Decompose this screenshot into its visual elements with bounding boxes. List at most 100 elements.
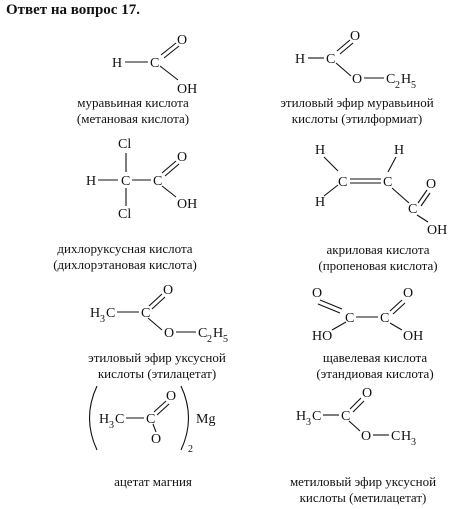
atom-o: O (177, 33, 187, 48)
bond-double-1 (148, 293, 163, 307)
formula-oxalic-acid: O C HO C O OH (312, 286, 423, 344)
atom-c3: C (391, 429, 400, 444)
bond-double-2 (317, 303, 341, 314)
caption-acrylic-acid: акриловая кислота(пропеновая кислота) (318, 242, 438, 273)
atom-h: H (295, 52, 305, 67)
atom-cl-bottom: Cl (118, 207, 131, 222)
atom-c2: C (383, 175, 392, 190)
atom-o-double: O (350, 29, 360, 44)
formula-magnesium-acetate: H 3 C C O O 2 Mg (89, 385, 215, 455)
bond-double-1 (161, 160, 177, 174)
bond (389, 322, 403, 331)
atom-o-double: O (166, 389, 176, 404)
bond (152, 423, 157, 433)
atom-h: H (90, 306, 100, 321)
bracket-right (180, 385, 189, 451)
bond-double-1 (417, 189, 428, 204)
bond (323, 184, 339, 197)
formula-ethyl-acetate: H 3 C C O O C 2 H 5 (90, 283, 228, 345)
atom-h3: H (394, 143, 404, 158)
atom-h3: H (401, 429, 411, 444)
atom-h1: H (315, 143, 325, 158)
atom-c2: C (386, 72, 395, 87)
bond-double-2 (392, 302, 406, 315)
bond (416, 214, 429, 223)
atom-c1: C (338, 175, 347, 190)
atom-sub5: 5 (411, 80, 416, 91)
caption-formic-acid: муравьиная кислота(метановая кислота) (76, 95, 190, 126)
atom-h: H (112, 56, 122, 71)
atom-c2: C (198, 326, 207, 341)
bond-double-2 (156, 403, 170, 416)
atom-sub3: 3 (306, 417, 311, 428)
atom-o: O (426, 177, 436, 192)
atom-c2: C (146, 412, 155, 427)
atom-c2: C (153, 174, 162, 189)
bond-double-1 (319, 299, 343, 310)
atom-sub2: 2 (188, 444, 193, 455)
caption-magnesium-acetate: ацетат магния (114, 474, 192, 489)
atom-sub2: 2 (395, 80, 400, 91)
atom-c1: C (345, 311, 354, 326)
atom-h5: H (213, 326, 223, 341)
atom-c2: C (341, 409, 350, 424)
atom-oh: OH (427, 223, 447, 238)
atom-c3: C (408, 202, 417, 217)
bond (335, 62, 352, 77)
bond (147, 317, 163, 331)
bond-double-1 (160, 42, 177, 56)
atom-oh: OH (177, 82, 197, 97)
atom-o: O (352, 72, 362, 87)
bond (331, 321, 347, 331)
atom-cl-top: Cl (118, 137, 131, 152)
atom-c1: C (121, 174, 130, 189)
atom-h: H (86, 174, 96, 189)
formula-methyl-acetate: H 3 C C O O C H 3 (296, 386, 416, 448)
bond-double-2 (420, 192, 431, 207)
bond (161, 185, 177, 198)
atom-c-ester: C (141, 306, 150, 321)
atom-o: O (177, 150, 187, 165)
bond (348, 420, 361, 432)
atom-c: C (115, 412, 124, 427)
atom-o1: O (312, 286, 322, 301)
bond-double-2 (352, 400, 365, 413)
atom-oh: OH (403, 329, 423, 344)
bond-double-2 (163, 45, 180, 59)
atom-oh: OH (177, 197, 197, 212)
atom-o-double: O (163, 283, 173, 298)
bond (323, 156, 339, 172)
atom-mg: Mg (196, 412, 215, 427)
atom-h2: H (315, 195, 325, 210)
page-title: Ответ на вопрос 17. (6, 2, 140, 18)
formula-acrylic-acid: H C H C H C O OH (315, 143, 447, 238)
atom-o: O (361, 429, 371, 444)
bond-double-1 (336, 39, 351, 52)
atom-c2: C (380, 311, 389, 326)
atom-o2: O (403, 286, 413, 301)
bond-double-2 (151, 296, 166, 310)
atom-sub3b: 3 (411, 437, 416, 448)
formula-formic-acid: H C O OH (112, 33, 197, 97)
atom-c: C (106, 306, 115, 321)
atom-h: H (99, 412, 109, 427)
bond-double-2 (164, 163, 180, 177)
atom-c: C (312, 409, 321, 424)
bond (387, 156, 397, 173)
formula-ethyl-formate: H C O O C 2 H 5 (295, 29, 416, 91)
caption-dichloroacetic-acid: дихлоруксусная кислота(дихлорэтановая ки… (53, 241, 197, 272)
atom-sub3: 3 (100, 314, 105, 325)
atom-h: H (296, 409, 306, 424)
bond-double-2 (339, 42, 354, 55)
atom-o: O (151, 432, 161, 447)
atom-ho: HO (312, 329, 332, 344)
atom-o-double: O (362, 386, 372, 401)
atom-c: C (150, 56, 159, 71)
bracket-left (89, 385, 98, 451)
atom-sub5: 5 (223, 334, 228, 345)
atom-o: O (164, 326, 174, 341)
